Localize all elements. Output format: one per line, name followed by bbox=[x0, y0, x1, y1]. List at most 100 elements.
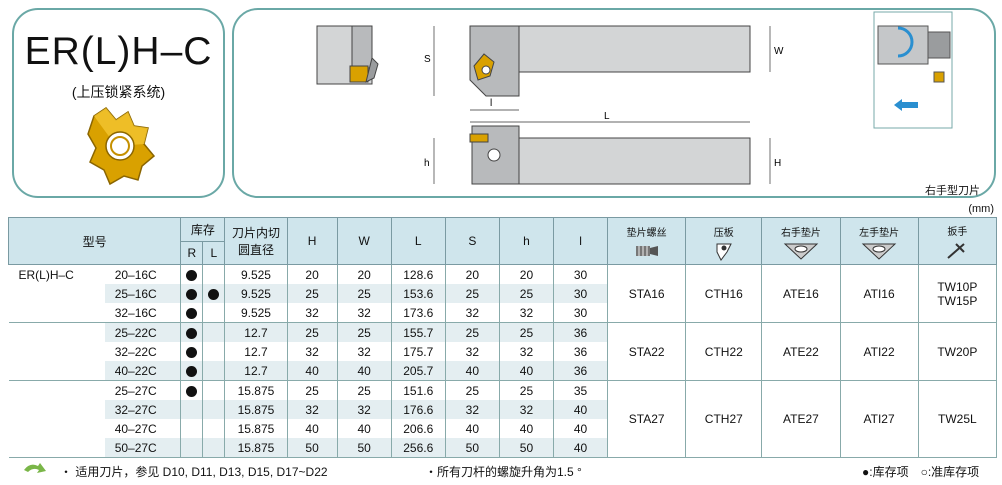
accessory-left-cell: ATI27 bbox=[839, 380, 919, 458]
stock-l-cell bbox=[202, 264, 226, 284]
cell-d: 15.875 bbox=[224, 400, 288, 419]
stock-r-cell bbox=[180, 322, 204, 342]
drawing-panel: S W l L h H 右手型刀片 bbox=[232, 8, 996, 198]
cell-lv: 30 bbox=[552, 264, 609, 284]
header-inner-dia-line1: 刀片内切 bbox=[231, 226, 280, 240]
stock-l-cell bbox=[202, 400, 226, 419]
side-view bbox=[469, 125, 751, 185]
cell-S: 40 bbox=[444, 419, 500, 438]
cell-S: 25 bbox=[444, 380, 500, 400]
stock-r-cell bbox=[180, 361, 204, 381]
wrench-code: TW25L bbox=[937, 412, 977, 426]
accessory-right-cell: ATE22 bbox=[761, 322, 841, 381]
header-W: W bbox=[336, 217, 392, 265]
cell-lv: 36 bbox=[552, 361, 609, 381]
page-title: ER(L)H–C bbox=[24, 30, 213, 73]
footer-legend: ●:库存项 ○:准库存项 bbox=[862, 465, 980, 479]
header-stock-r: R bbox=[180, 241, 204, 265]
cell-d: 12.7 bbox=[224, 361, 288, 381]
accessory-screw-cell: STA22 bbox=[607, 322, 687, 381]
stock-dot bbox=[186, 327, 198, 339]
model-prefix-cell bbox=[8, 322, 105, 342]
cell-S: 50 bbox=[444, 438, 500, 458]
cell-d: 12.7 bbox=[224, 342, 288, 361]
cell-d: 9.525 bbox=[224, 284, 288, 303]
page-subtitle: (上压锁紧系统) bbox=[71, 84, 166, 100]
stock-r-cell bbox=[180, 380, 204, 400]
cell-h: 32 bbox=[498, 400, 555, 419]
cell-H: 32 bbox=[286, 342, 338, 361]
unit-label: (mm) bbox=[968, 203, 994, 215]
cell-h: 32 bbox=[498, 342, 555, 361]
cell-lv: 40 bbox=[552, 400, 609, 419]
cell-L: 153.6 bbox=[390, 284, 446, 303]
stock-dot bbox=[186, 269, 198, 281]
cell-H: 32 bbox=[286, 303, 338, 323]
header-h: h bbox=[498, 217, 555, 265]
stock-r-cell bbox=[180, 400, 204, 419]
stock-dot bbox=[186, 307, 198, 319]
cell-d: 9.525 bbox=[224, 264, 288, 284]
header-left-shim-label: 左手垫片 bbox=[859, 227, 900, 239]
accessory-wrench-cell: TW20P bbox=[917, 322, 998, 381]
model-code-cell: 25–22C bbox=[104, 322, 181, 342]
dim-W: W bbox=[774, 46, 784, 57]
model-code-cell: 32–22C bbox=[114, 344, 157, 359]
cell-W: 40 bbox=[336, 361, 392, 381]
dim-H: H bbox=[774, 158, 781, 169]
stock-l-cell bbox=[202, 438, 226, 458]
cell-S: 25 bbox=[444, 284, 500, 303]
wrench-icon bbox=[947, 242, 966, 259]
accessory-clamp-cell: CTH27 bbox=[685, 380, 763, 458]
stock-r-cell bbox=[180, 438, 204, 458]
stock-dot bbox=[186, 385, 198, 397]
stock-r-cell bbox=[180, 284, 204, 303]
cell-h: 32 bbox=[498, 303, 555, 323]
cell-H: 40 bbox=[286, 361, 338, 381]
cell-L: 256.6 bbox=[390, 438, 446, 458]
model-prefix-cell bbox=[8, 438, 105, 458]
cell-H: 40 bbox=[286, 419, 338, 438]
cell-L: 206.6 bbox=[390, 419, 446, 438]
cell-W: 20 bbox=[336, 264, 392, 284]
cell-S: 20 bbox=[444, 264, 500, 284]
cell-d: 12.7 bbox=[224, 322, 288, 342]
cell-h: 50 bbox=[498, 438, 555, 458]
cell-W: 32 bbox=[336, 303, 392, 323]
cell-H: 25 bbox=[286, 380, 338, 400]
cell-W: 25 bbox=[336, 284, 392, 303]
header-screw-label: 垫片螺丝 bbox=[626, 227, 667, 239]
cell-h: 25 bbox=[498, 322, 555, 342]
cell-S: 32 bbox=[444, 342, 500, 361]
header-stock-l: L bbox=[202, 241, 226, 265]
cell-L: 173.6 bbox=[390, 303, 446, 323]
right-hand-label: 右手型刀片 bbox=[925, 185, 980, 197]
cell-L: 176.6 bbox=[390, 400, 446, 419]
cell-lv: 35 bbox=[552, 380, 609, 400]
stock-dot bbox=[186, 288, 198, 300]
accessory-left-cell: ATI22 bbox=[839, 322, 919, 381]
cell-H: 50 bbox=[286, 438, 338, 458]
stock-l-cell bbox=[202, 361, 226, 381]
model-prefix-cell bbox=[9, 284, 105, 303]
model-code-cell: 32–16C bbox=[114, 305, 157, 320]
stock-l-cell bbox=[202, 284, 226, 303]
accessory-right-cell: ATE16 bbox=[761, 264, 841, 323]
dim-l: l bbox=[490, 98, 492, 109]
model-prefix-cell: ER(L)H–C bbox=[8, 264, 105, 284]
dim-h: h bbox=[424, 158, 430, 169]
model-prefix-cell bbox=[9, 342, 105, 361]
clamp-icon bbox=[716, 243, 732, 261]
model-code-cell: 50–27C bbox=[104, 438, 181, 458]
cell-L: 155.7 bbox=[390, 322, 446, 342]
footer-note-helix: ・所有刀杆的螺旋升角为1.5 ° bbox=[425, 465, 582, 479]
stock-r-cell bbox=[180, 342, 204, 361]
header-model: 型号 bbox=[7, 217, 182, 265]
cell-S: 32 bbox=[444, 303, 500, 323]
